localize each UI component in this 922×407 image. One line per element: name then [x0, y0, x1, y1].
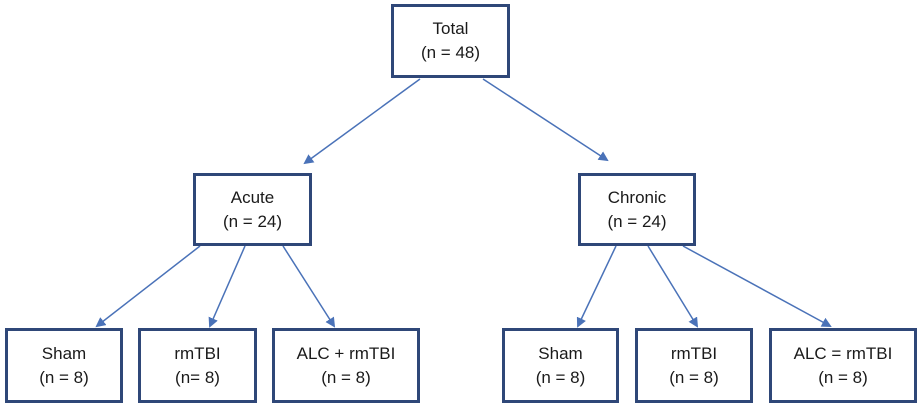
arrow-acute-to-rmtbi — [208, 245, 246, 328]
arrow-chronic-to-alc — [682, 245, 832, 327]
node-total-label: Total — [432, 19, 469, 38]
arrow-acute-to-sham — [95, 245, 201, 328]
node-acute: Acute (n = 24) — [193, 173, 312, 246]
node-chronic-rmtbi-label: rmTBI — [670, 343, 718, 363]
arrow-chronic-to-sham — [576, 245, 617, 328]
arrow-total-to-chronic — [482, 78, 609, 162]
arrow-chronic-to-rmtbi — [647, 245, 699, 328]
node-acute-sham-label: Sham — [41, 343, 87, 363]
node-chronic-count: (n = 24) — [607, 211, 667, 231]
node-chronic-sham: Sham (n = 8) — [502, 328, 619, 403]
node-total: Total (n = 48) — [391, 4, 510, 78]
node-acute-sham-count: (n = 8) — [39, 367, 89, 387]
arrow-acute-to-alc — [282, 245, 336, 328]
node-acute-rmtbi: rmTBI (n= 8) — [138, 328, 257, 403]
node-acute-sham: Sham (n = 8) — [5, 328, 123, 403]
node-chronic-rmtbi: rmTBI (n = 8) — [635, 328, 753, 403]
node-acute-rmtbi-label: rmTBI — [174, 343, 221, 363]
node-acute-alc-label: ALC + rmTBI — [296, 343, 396, 363]
node-chronic-rmtbi-count: (n = 8) — [669, 367, 719, 387]
node-chronic-alc-count: (n = 8) — [818, 367, 868, 387]
node-chronic-sham-count: (n = 8) — [535, 367, 586, 387]
node-chronic-label: Chronic — [607, 187, 667, 207]
node-chronic-alc-label: ALC = rmTBI — [793, 343, 893, 363]
node-total-count: (n = 48) — [420, 43, 481, 62]
node-acute-alc-rmtbi: ALC + rmTBI (n = 8) — [272, 328, 420, 403]
node-acute-alc-count: (n = 8) — [321, 367, 371, 387]
node-acute-count: (n = 24) — [222, 211, 283, 231]
node-chronic: Chronic (n = 24) — [578, 173, 696, 246]
node-acute-label: Acute — [230, 187, 275, 207]
arrow-total-to-acute — [303, 78, 421, 165]
node-chronic-alc-rmtbi: ALC = rmTBI (n = 8) — [769, 328, 917, 403]
node-acute-rmtbi-count: (n= 8) — [175, 367, 220, 387]
node-chronic-sham-label: Sham — [538, 343, 583, 363]
